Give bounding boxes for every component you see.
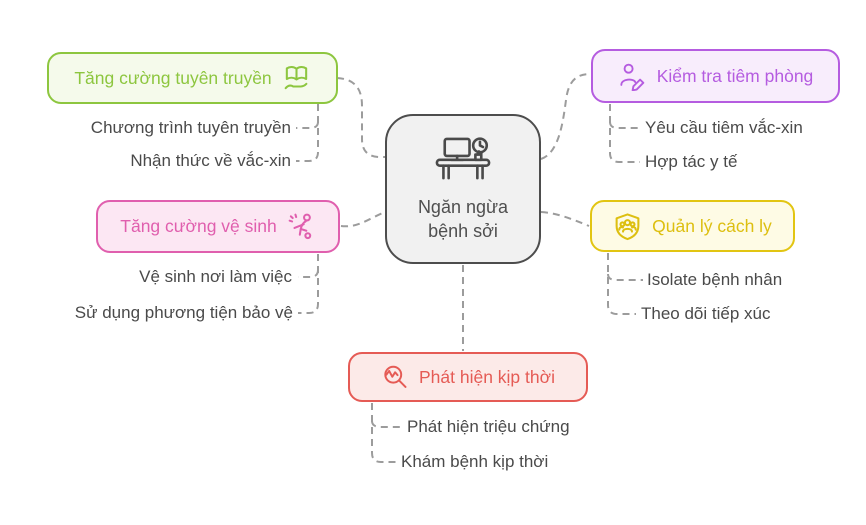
connector-pink-children-trunk (298, 254, 319, 314)
connector-green-children-trunk (296, 104, 319, 162)
person-edit-icon (618, 62, 647, 91)
connector-central-to-purple (540, 73, 591, 160)
person-cleaning-icon (287, 212, 316, 241)
connector-pink-child-1 (298, 269, 319, 278)
child-chuong-trinh-tuyen-truyen[interactable]: Chương trình tuyên truyền (90, 118, 291, 137)
connector-central-to-yellow (540, 211, 590, 227)
book-in-hand-icon (282, 64, 311, 93)
branch-label: Tăng cường vệ sinh (120, 216, 277, 236)
branch-phat-hien-kip-thoi[interactable]: Phát hiện kịp thời (348, 352, 588, 402)
child-ve-sinh-noi-lam-viec[interactable]: Vệ sinh nơi làm việc (139, 267, 292, 286)
branch-tang-cuong-ve-sinh[interactable]: Tăng cường vệ sinh (96, 200, 340, 253)
desk-monitor-clock-icon (433, 135, 493, 187)
connector-purple-child-1 (609, 121, 640, 129)
branch-label: Kiểm tra tiêm phòng (656, 65, 814, 86)
magnifier-pulse-icon (381, 363, 409, 391)
shield-group-icon (613, 212, 642, 241)
child-yeu-cau-tiem-vac-xin[interactable]: Yêu cầu tiêm vắc-xin (645, 118, 803, 137)
connector-red-child-1 (371, 420, 404, 428)
branch-tang-cuong-tuyen-truyen[interactable]: Tăng cường tuyên truyền (47, 52, 338, 104)
connector-yellow-child-1 (607, 273, 643, 281)
branch-label: Quản lý cách ly (652, 215, 772, 236)
branch-label: Phát hiện kịp thời (418, 366, 555, 387)
central-node-label: Ngăn ngừa bệnh sởi (417, 197, 509, 241)
connector-pink-to-central (340, 211, 386, 228)
child-nhan-thuc-ve-vac-xin[interactable]: Nhận thức về vắc-xin (130, 151, 291, 170)
child-isolate-benh-nhan[interactable]: Isolate bệnh nhân (647, 270, 783, 289)
connector-green-to-central (336, 77, 385, 158)
child-kham-benh-kip-thoi[interactable]: Khám bệnh kịp thời (401, 452, 549, 471)
central-node-ngan-ngua-benh-soi[interactable]: Ngăn ngừa bệnh sởi (385, 114, 541, 264)
connector-green-child-1 (296, 121, 319, 129)
branch-kiem-tra-tiem-phong[interactable]: Kiểm tra tiêm phòng (591, 49, 840, 103)
branch-label: Tăng cường tuyên truyền (74, 67, 272, 88)
child-su-dung-phuong-tien-bao-ve[interactable]: Sử dụng phương tiện bảo vệ (74, 303, 293, 322)
child-theo-doi-tiep-xuc[interactable]: Theo dõi tiếp xúc (641, 304, 771, 323)
connector-red-children-trunk (371, 403, 398, 463)
child-hop-tac-y-te[interactable]: Hợp tác y tế (645, 152, 738, 171)
connector-purple-children-trunk (609, 104, 640, 163)
child-phat-hien-trieu-chung[interactable]: Phát hiện triệu chứng (407, 417, 570, 436)
branch-quan-ly-cach-ly[interactable]: Quản lý cách ly (590, 200, 795, 252)
connector-yellow-children-trunk (607, 253, 636, 315)
